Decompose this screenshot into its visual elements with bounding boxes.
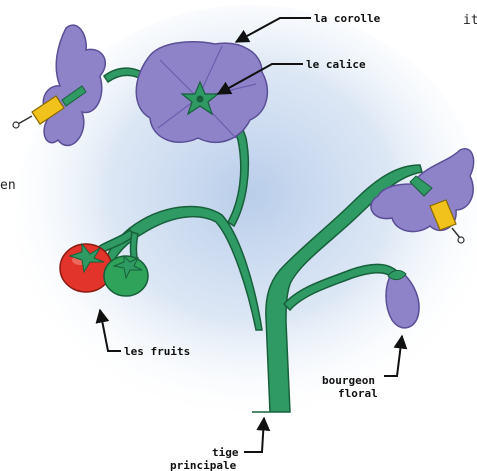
clipped-text-top: it — [463, 13, 477, 28]
clipped-text-middle: en — [0, 178, 16, 193]
label-stem-line2: principale — [170, 459, 237, 471]
label-calyx: le calice — [306, 58, 366, 71]
label-fruits: les fruits — [124, 345, 190, 358]
label-bud-line2: floral — [338, 387, 378, 400]
label-bud-line1: bourgeon — [322, 374, 375, 387]
label-stem-line1: tige — [212, 446, 239, 459]
label-corolla: la corolle — [314, 12, 381, 25]
